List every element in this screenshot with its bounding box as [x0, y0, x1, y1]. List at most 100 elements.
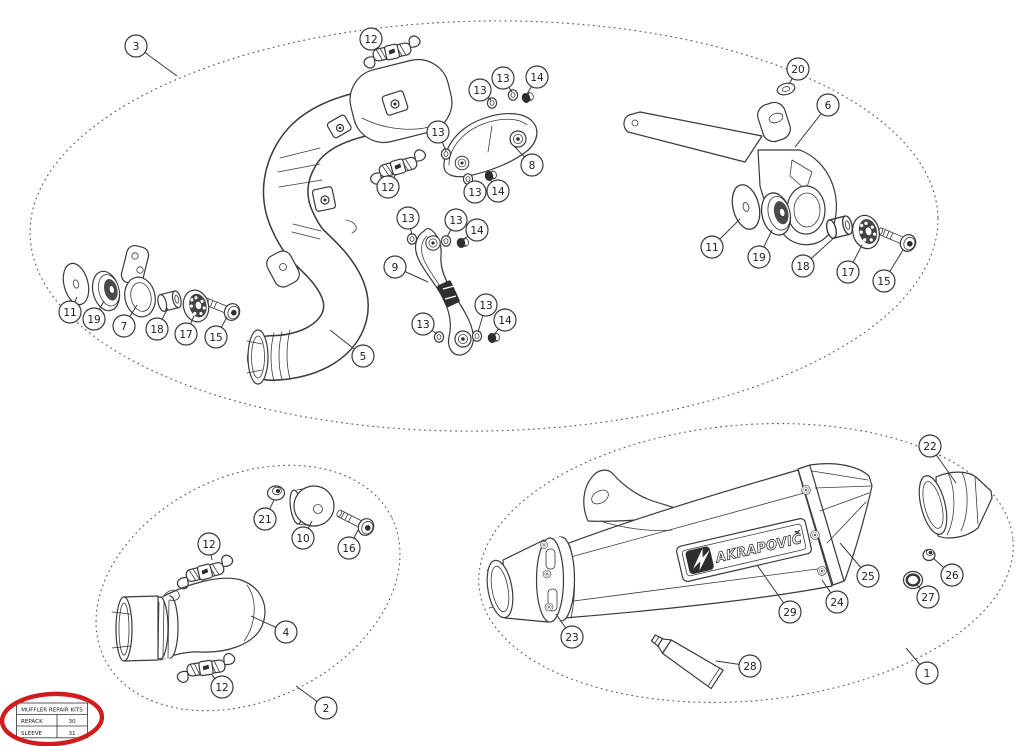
callout-18: 18 [145, 307, 169, 341]
part-17-disc [848, 211, 884, 253]
svg-text:24: 24 [830, 597, 844, 609]
part-12-spring [365, 147, 431, 187]
callout-1: 1 [905, 647, 939, 685]
callout-4: 4 [250, 615, 298, 644]
callout-12: 12 [376, 173, 400, 199]
part-10-cap [289, 485, 335, 527]
svg-text:1: 1 [924, 668, 931, 680]
repair-kit-row-number: 31 [68, 731, 76, 737]
svg-text:12: 12 [215, 682, 228, 694]
svg-text:19: 19 [87, 314, 100, 326]
svg-text:13: 13 [479, 300, 492, 312]
callout-28: 28 [715, 654, 762, 678]
part-13-nut [406, 233, 418, 245]
part-6-bracket [623, 101, 838, 246]
repair-kit-row-number: 30 [68, 719, 76, 725]
part-14-bolt [455, 236, 470, 250]
callout-22: 22 [918, 434, 957, 484]
svg-text:2: 2 [323, 703, 330, 715]
callout-17: 17 [836, 244, 863, 284]
svg-text:4: 4 [283, 627, 290, 639]
svg-text:11: 11 [63, 307, 76, 319]
callout-9: 9 [383, 255, 429, 283]
svg-text:16: 16 [342, 543, 356, 555]
callout-15: 15 [872, 249, 904, 293]
part-23-inlet-ring [486, 536, 576, 623]
callout-12: 12 [197, 532, 221, 561]
svg-text:14: 14 [491, 186, 505, 198]
svg-text:28: 28 [743, 661, 756, 673]
svg-text:23: 23 [565, 632, 578, 644]
svg-text:22: 22 [923, 441, 936, 453]
part-13-nut [471, 330, 483, 342]
part-29-logo-plate: AKRAPOVIČ [676, 518, 812, 582]
svg-text:10: 10 [296, 533, 309, 545]
svg-text:14: 14 [470, 225, 484, 237]
callout-12: 12 [359, 27, 383, 51]
part-21-nut [266, 485, 286, 501]
svg-text:20: 20 [791, 64, 804, 76]
svg-text:17: 17 [179, 329, 192, 341]
svg-text:18: 18 [796, 261, 809, 273]
callout-19: 19 [747, 229, 773, 269]
svg-text:12: 12 [364, 34, 377, 46]
svg-text:5: 5 [360, 351, 367, 363]
callout-11: 11 [700, 218, 741, 259]
callout-13: 13 [444, 208, 468, 238]
part-14-bolt [486, 331, 501, 345]
svg-text:13: 13 [496, 73, 509, 85]
right-bracket-assembly [623, 82, 919, 255]
callout-14: 14 [525, 65, 549, 95]
part-13-nut [507, 89, 519, 101]
svg-text:9: 9 [392, 262, 399, 274]
callout-10: 10 [291, 520, 315, 550]
group-ellipse-3 [29, 20, 939, 432]
svg-text:14: 14 [498, 315, 512, 327]
svg-text:17: 17 [841, 267, 854, 279]
callout-13: 13 [474, 293, 498, 333]
svg-text:13: 13 [401, 213, 414, 225]
callout-6: 6 [794, 93, 840, 148]
callout-13: 13 [396, 206, 420, 236]
callout-3: 3 [124, 34, 178, 77]
svg-text:3: 3 [133, 41, 140, 53]
part-27-washer [902, 570, 924, 590]
part-20-washer [776, 82, 796, 96]
callout-5: 5 [329, 329, 375, 368]
repair-kits-table: MUFFLER REPAIR KITS REPACK 30 SLEEVE 31 [0, 691, 105, 746]
callout-29: 29 [756, 564, 802, 624]
callout-16: 16 [337, 529, 361, 560]
callout-11: 11 [58, 296, 82, 324]
svg-text:26: 26 [945, 570, 959, 582]
callout-14: 14 [461, 218, 489, 242]
group-2-link-pipe [111, 485, 378, 684]
callout-8: 8 [513, 145, 544, 177]
callout-26: 26 [932, 557, 964, 587]
callout-15: 15 [204, 316, 228, 349]
callout-14: 14 [493, 308, 517, 336]
part-4-sleeve [111, 577, 266, 662]
callout-21: 21 [253, 499, 277, 531]
callout-13: 13 [468, 78, 492, 102]
part-5-header-pipe [246, 58, 453, 385]
svg-text:13: 13 [449, 215, 462, 227]
group-ellipse-1 [478, 423, 1014, 703]
part-28-sealant-tube [650, 634, 724, 690]
part-17-disc [179, 286, 213, 326]
part-16-bolt [333, 504, 378, 539]
svg-text:15: 15 [877, 276, 890, 288]
svg-text:14: 14 [530, 72, 544, 84]
callout-24: 24 [821, 579, 849, 614]
part-15-bolt [874, 222, 919, 255]
callout-18: 18 [791, 235, 837, 278]
svg-text:29: 29 [783, 607, 796, 619]
repair-kit-row-part: SLEEVE [21, 731, 43, 737]
callout-7: 7 [112, 304, 138, 338]
left-mount-stack [58, 245, 243, 326]
svg-text:13: 13 [431, 127, 444, 139]
callout-13: 13 [491, 66, 515, 93]
pipe-clamp [311, 186, 337, 212]
pipe-clamp [381, 90, 409, 116]
